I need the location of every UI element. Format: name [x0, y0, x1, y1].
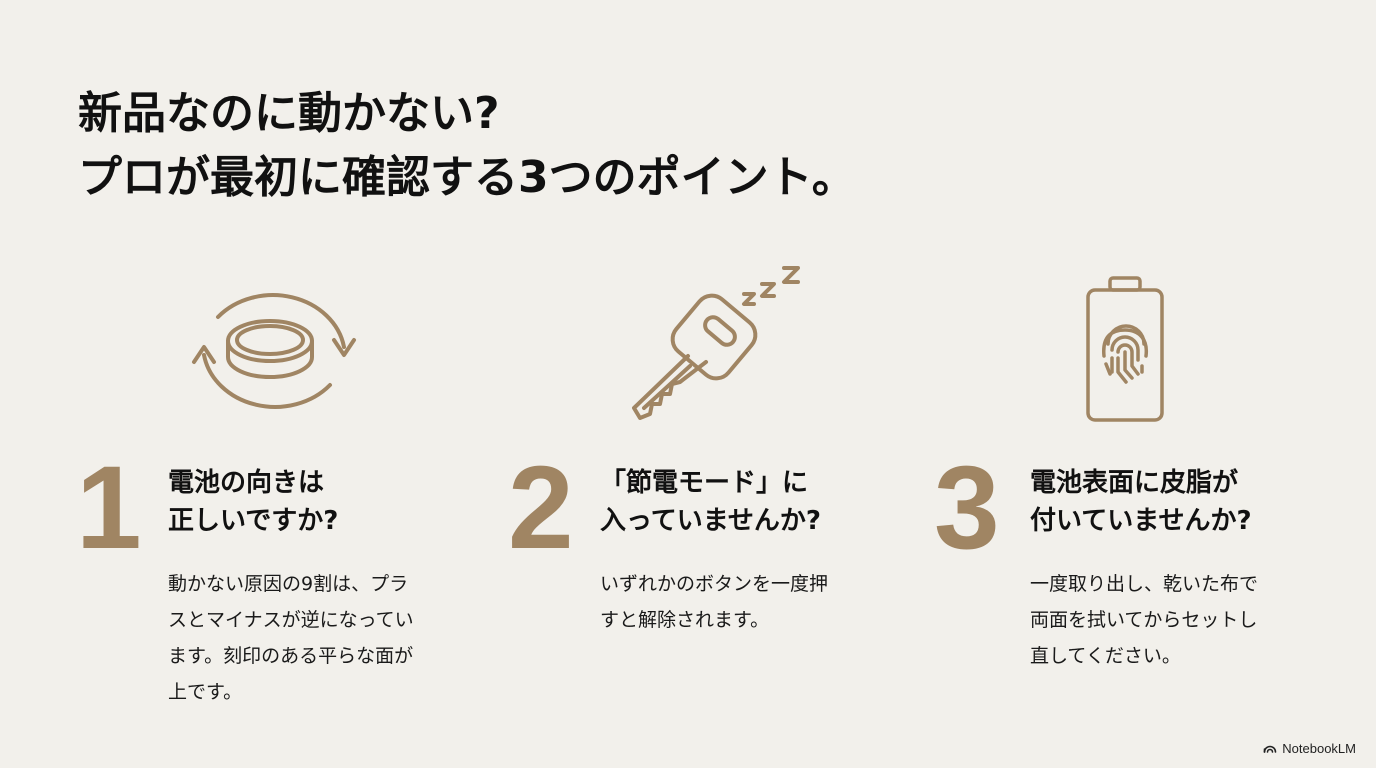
notebooklm-logo-icon	[1263, 741, 1277, 756]
heading-line: 付いていませんか?	[1030, 506, 1252, 536]
body-line: いずれかのボタンを一度押	[600, 573, 829, 595]
point-heading: 電池の向きは 正しいですか?	[168, 464, 338, 540]
body-line: スとマイナスが逆になってい	[168, 609, 414, 631]
point-heading: 電池表面に皮脂が 付いていませんか?	[1030, 464, 1252, 540]
point-number: 2	[508, 442, 574, 574]
battery-coin-flip-icon	[180, 275, 360, 425]
point-body: 動かない原因の9割は、プラ スとマイナスが逆になってい ます。刻印のある平らな面…	[168, 566, 414, 710]
body-line: 直してください。	[1030, 645, 1181, 667]
heading-line: 「節電モード」に	[600, 468, 809, 498]
point-body: 一度取り出し、乾いた布で 両面を拭いてからセットし 直してください。	[1030, 566, 1258, 674]
point-number: 3	[934, 442, 1000, 574]
body-line: ます。刻印のある平らな面が	[168, 645, 414, 667]
brand-label: NotebookLM	[1282, 741, 1356, 756]
point-number: 1	[76, 442, 142, 574]
point-heading: 「節電モード」に 入っていませんか?	[600, 464, 821, 540]
notebooklm-watermark: NotebookLM	[1263, 741, 1356, 756]
page-title: 新品なのに動かない? プロが最初に確認する3つのポイント。	[78, 82, 856, 210]
body-line: 動かない原因の9割は、プラ	[168, 573, 409, 595]
heading-line: 正しいですか?	[168, 506, 339, 536]
battery-fingerprint-icon	[1082, 274, 1168, 424]
sleeping-key-icon	[620, 258, 810, 428]
body-line: 上です。	[168, 681, 243, 703]
heading-line: 電池表面に皮脂が	[1030, 468, 1239, 498]
heading-line: 電池の向きは	[168, 468, 325, 498]
title-line-1: 新品なのに動かない?	[78, 88, 500, 139]
heading-line: 入っていませんか?	[600, 506, 822, 536]
title-line-2: プロが最初に確認する3つのポイント。	[78, 152, 856, 203]
body-line: 一度取り出し、乾いた布で	[1030, 573, 1259, 595]
body-line: すと解除されます。	[600, 609, 770, 631]
body-line: 両面を拭いてからセットし	[1030, 609, 1258, 631]
point-body: いずれかのボタンを一度押 すと解除されます。	[600, 566, 828, 638]
